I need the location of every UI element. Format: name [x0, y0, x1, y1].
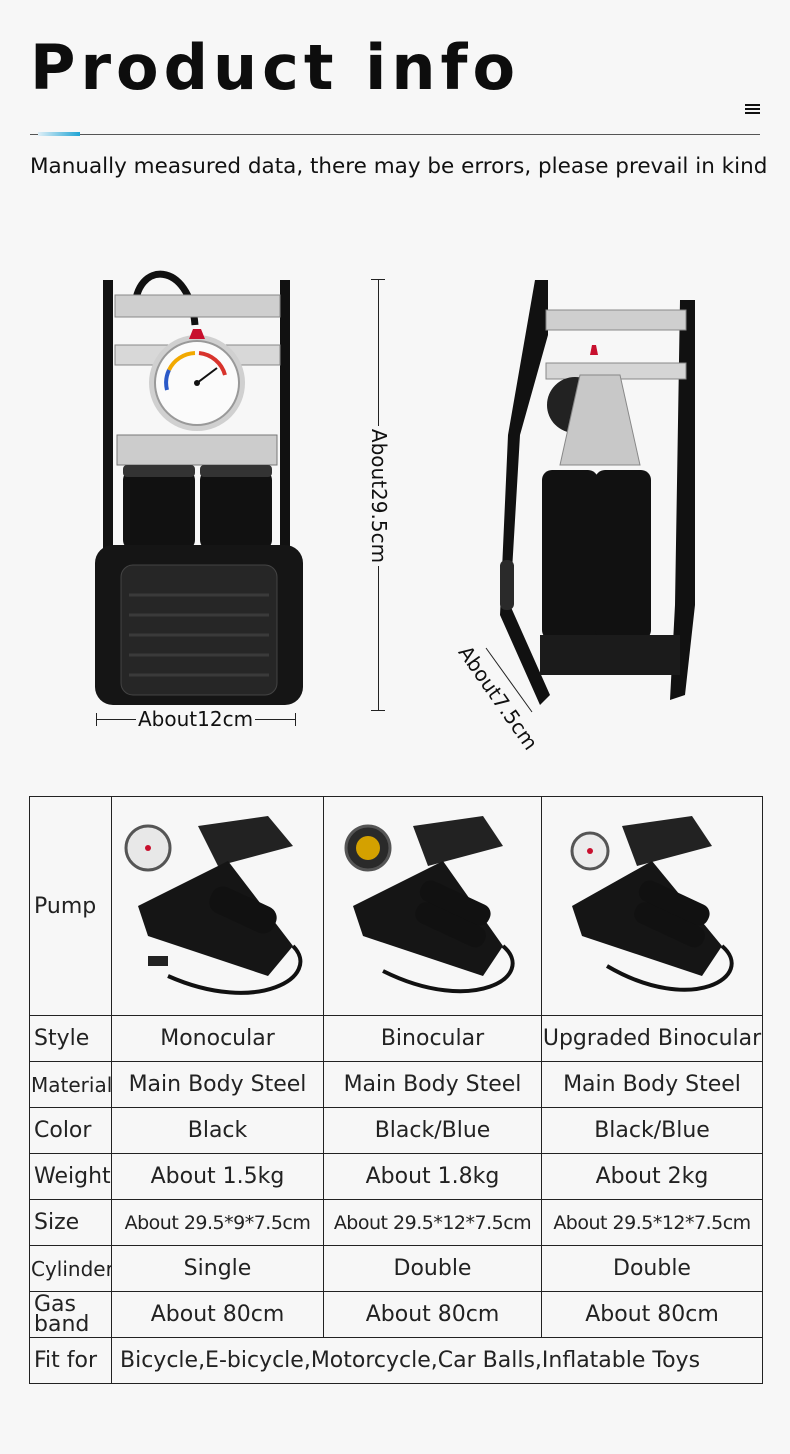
- table-row: Size About 29.5*9*7.5cm About 29.5*12*7.…: [29, 1199, 763, 1246]
- table-cell: Single: [111, 1245, 324, 1292]
- height-dimension: About29.5cm: [366, 279, 392, 711]
- table-cell: Double: [323, 1245, 542, 1292]
- table-cell: Black/Blue: [541, 1107, 763, 1154]
- table-row: Cylinder Single Double Double: [29, 1245, 763, 1292]
- height-label: About29.5cm: [366, 426, 392, 566]
- table-cell: About 1.5kg: [111, 1153, 324, 1200]
- menu-icon[interactable]: [745, 104, 760, 115]
- binocular-pump-image: [344, 816, 515, 994]
- row-label: Fit for: [29, 1337, 112, 1384]
- table-row: Color Black Black/Blue Black/Blue: [29, 1107, 763, 1154]
- table-cell: Binocular: [323, 1015, 542, 1062]
- pump-side-view-image: [500, 280, 695, 705]
- row-label: Style: [29, 1015, 112, 1062]
- table-cell: Black: [111, 1107, 324, 1154]
- table-cell: About 2kg: [541, 1153, 763, 1200]
- depth-dimension-line: [485, 647, 533, 713]
- table-cell: About 1.8kg: [323, 1153, 542, 1200]
- pump-header: Pump: [29, 796, 112, 1016]
- table-cell: About 80cm: [111, 1291, 324, 1338]
- row-label: Size: [29, 1199, 112, 1246]
- spec-table: Pump: [29, 796, 763, 1384]
- row-label-gas-band: Gas band: [29, 1291, 112, 1338]
- table-row: Fit for Bicycle,E-bicycle,Motorcycle,Car…: [29, 1337, 763, 1384]
- table-cell: About 29.5*12*7.5cm: [323, 1199, 542, 1246]
- table-cell: Main Body Steel: [323, 1061, 542, 1108]
- pump-front-view-image: [95, 270, 303, 705]
- upgraded-binocular-pump-image: [570, 816, 734, 992]
- row-label: Cylinder: [29, 1245, 112, 1292]
- table-cell: Black/Blue: [323, 1107, 542, 1154]
- table-cell: Main Body Steel: [541, 1061, 763, 1108]
- pump-image-upgraded-binocular: [541, 796, 763, 1016]
- table-row: Material Main Body Steel Main Body Steel…: [29, 1061, 763, 1108]
- row-label: Color: [29, 1107, 112, 1154]
- row-label: Material: [29, 1061, 112, 1108]
- table-cell: About 29.5*9*7.5cm: [111, 1199, 324, 1246]
- table-row: Gas band About 80cm About 80cm About 80c…: [29, 1291, 763, 1338]
- subtitle: Manually measured data, there may be err…: [30, 154, 768, 179]
- table-cell: Main Body Steel: [111, 1061, 324, 1108]
- row-label: Weight: [29, 1153, 112, 1200]
- table-cell: Monocular: [111, 1015, 324, 1062]
- table-row: Weight About 1.5kg About 1.8kg About 2kg: [29, 1153, 763, 1200]
- table-cell: Upgraded Binocular: [541, 1015, 763, 1062]
- pump-image-monocular: [111, 796, 324, 1016]
- monocular-pump-image: [124, 816, 302, 995]
- table-row: Style Monocular Binocular Upgraded Binoc…: [29, 1015, 763, 1062]
- fit-for-value: Bicycle,E-bicycle,Motorcycle,Car Balls,I…: [111, 1337, 763, 1384]
- table-cell: About 29.5*12*7.5cm: [541, 1199, 763, 1246]
- accent-bar: [38, 132, 80, 136]
- pump-image-binocular: [323, 796, 542, 1016]
- table-cell: About 80cm: [323, 1291, 542, 1338]
- row-label-line1: Gas: [34, 1291, 76, 1317]
- row-label-line2: band: [34, 1311, 90, 1337]
- table-row: Pump: [29, 796, 763, 1016]
- page-title: Product info: [30, 31, 521, 104]
- width-dimension: About12cm: [96, 706, 296, 732]
- width-label: About12cm: [136, 706, 256, 732]
- table-cell: Double: [541, 1245, 763, 1292]
- title-divider: [30, 134, 760, 135]
- table-cell: About 80cm: [541, 1291, 763, 1338]
